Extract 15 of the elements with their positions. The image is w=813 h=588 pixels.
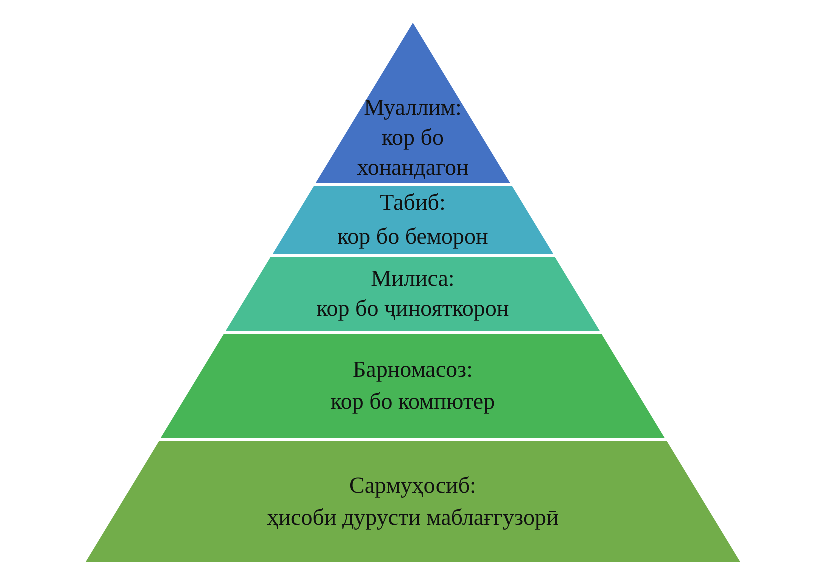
tier-title: Табиб: <box>380 189 446 217</box>
tier-title: Сармуҳосиб: <box>350 472 476 500</box>
pyramid-tier <box>272 186 554 254</box>
tier-title: Муаллим: <box>364 94 462 122</box>
pyramid-tier <box>86 441 740 562</box>
tier-title: Барномасоз: <box>352 356 474 384</box>
pyramid-apex <box>316 23 510 183</box>
tier-description: кор бо компютер <box>330 388 496 416</box>
tier-title: Милиса: <box>371 265 455 293</box>
pyramid-tier <box>161 334 665 438</box>
tier-description: ҳисоби дурусти маблағгузорӣ <box>267 504 559 532</box>
tier-description: кор бо хонандагон <box>356 124 470 182</box>
tier-description: кор бо беморон <box>338 223 488 251</box>
tier-description: кор бо ҷинояткорон <box>316 295 510 323</box>
pyramid-tier <box>226 257 600 331</box>
